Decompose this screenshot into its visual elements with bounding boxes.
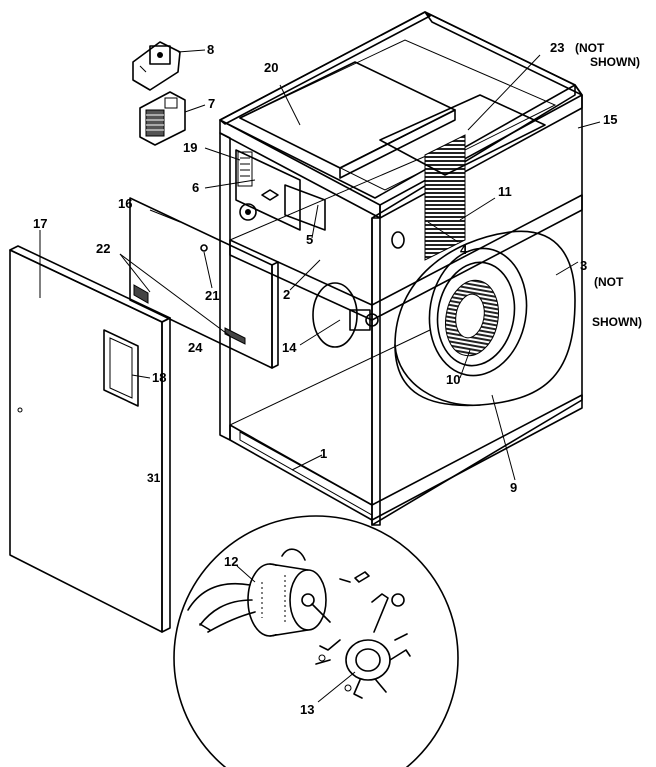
motor-detail-inset — [173, 515, 459, 767]
callout-4: 4 — [460, 242, 468, 257]
callout-6: 6 — [192, 180, 199, 195]
callout-23: 23 — [550, 40, 564, 55]
coil-23 — [379, 94, 546, 261]
callout-21: 21 — [205, 288, 219, 303]
callout-19: 19 — [183, 140, 197, 155]
leader-lines — [39, 49, 601, 703]
callout-10: 10 — [446, 372, 460, 387]
callout-20: 20 — [264, 60, 278, 75]
callout-23-note: (NOT — [575, 41, 605, 55]
callout-labels: 8 7 19 6 20 23 (NOT SHOWN) 15 11 4 5 2 1… — [33, 40, 642, 717]
callout-3-note2: SHOWN) — [592, 315, 642, 329]
callout-18: 18 — [152, 370, 166, 385]
blower-assembly-9 — [394, 230, 576, 407]
callout-3-note: (NOT — [594, 275, 624, 289]
svg-text:31: 31 — [147, 471, 161, 485]
inner-panel-16 — [129, 197, 279, 369]
callout-8: 8 — [207, 42, 214, 57]
callout-2: 2 — [283, 287, 290, 302]
top-panel-20 — [239, 61, 456, 179]
motor-mount-13 — [315, 571, 411, 699]
callout-5: 5 — [306, 232, 313, 247]
callout-24: 24 — [188, 340, 203, 355]
callout-9: 9 — [510, 480, 517, 495]
motor-14 — [312, 282, 379, 348]
callout-15: 15 — [603, 112, 617, 127]
callout-13: 13 — [300, 702, 314, 717]
part-7-transformer — [139, 91, 186, 146]
motor-12 — [187, 548, 331, 637]
callout-12: 12 — [224, 554, 238, 569]
callout-23-note2: SHOWN) — [590, 55, 640, 69]
callout-7: 7 — [208, 96, 215, 111]
callout-16: 16 — [118, 196, 132, 211]
callout-17: 17 — [33, 216, 47, 231]
callout-11: 11 — [498, 184, 512, 199]
callout-3: 3 — [580, 258, 587, 273]
blower-wheel-10 — [445, 279, 499, 357]
cabinet-housing — [219, 11, 583, 526]
wire-grommet-hole — [391, 231, 405, 249]
callout-14: 14 — [282, 340, 297, 355]
callout-22: 22 — [96, 241, 110, 256]
door-17: 31 — [9, 245, 171, 633]
callout-1: 1 — [320, 446, 327, 461]
part-8-relay — [132, 41, 181, 91]
